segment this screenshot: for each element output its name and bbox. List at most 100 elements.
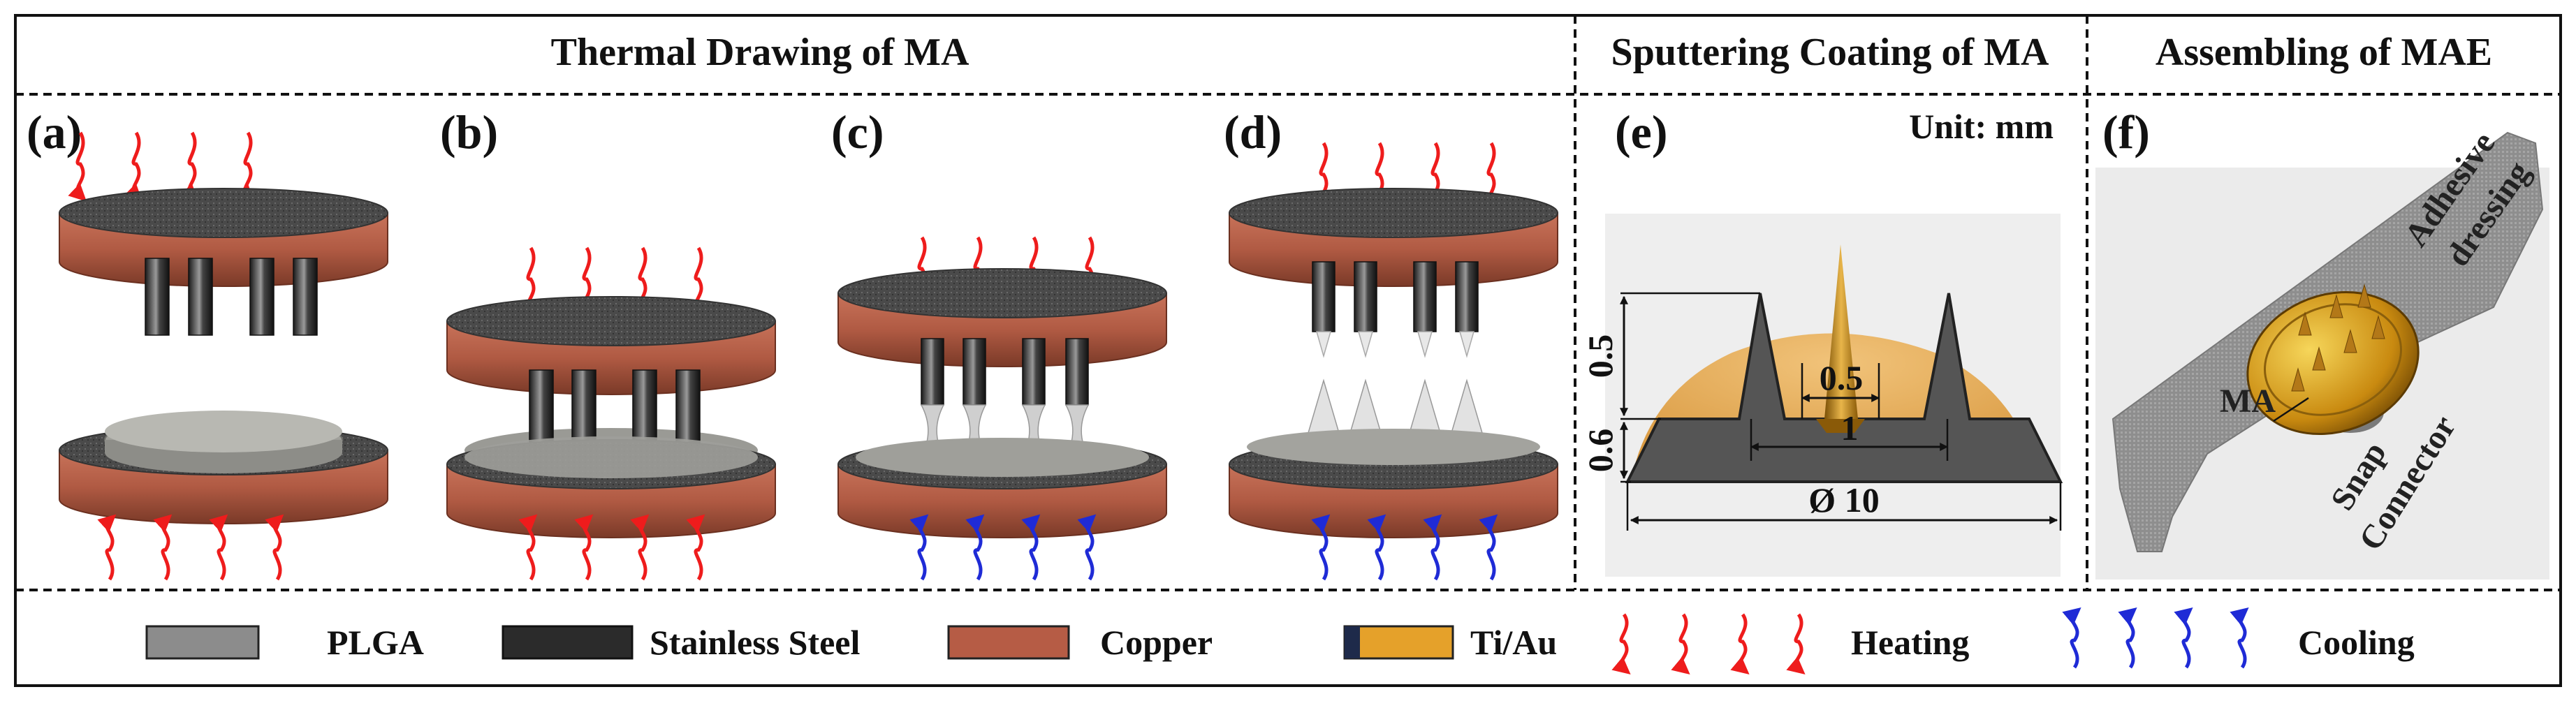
legend-cool-arrow-2: [2118, 607, 2137, 669]
panel-a-heat-arrow-4: [235, 131, 254, 202]
disc-needle-3: [2357, 283, 2371, 308]
disc-needles: [2291, 283, 2385, 392]
legend-label-tiau: Ti/Au: [1470, 623, 1557, 662]
legend-heating-arrows: [1611, 613, 1806, 675]
panel-b-pin-4: [675, 369, 701, 451]
legend-heat-arrow-1: [1611, 613, 1631, 675]
panel-c-cool-arrow-3: [1021, 514, 1041, 581]
disc-needle-4: [2312, 346, 2326, 371]
panel-b-bottom-heat-arrow-4: [686, 514, 705, 581]
panel-label-f: (f): [2102, 105, 2150, 158]
header-thermal: Thermal Drawing of MA: [551, 31, 969, 74]
disc-needle-1: [2298, 311, 2312, 336]
dim-tip-label: 0.5: [1820, 358, 1864, 397]
panel-c-cool-arrow-4: [1077, 514, 1097, 581]
panel-a-bottom-heat-arrow-4: [265, 514, 284, 581]
legend-swatch-copper: [947, 625, 1070, 660]
panel-c-cool-arrow-2: [965, 514, 985, 581]
panel-a-pin-3: [249, 258, 275, 336]
panel-a-bottom-heat-arrow-3: [209, 514, 228, 581]
panel-d-upper-tip-2: [1358, 331, 1373, 358]
panel-label-d: (d): [1224, 105, 1282, 158]
legend-swatch-tiau: [1343, 625, 1454, 660]
panel-d-needle-1: [1307, 378, 1340, 434]
legend-label-heating: Heating: [1851, 623, 1969, 662]
legend-cool-arrow-4: [2230, 607, 2249, 669]
panel-d-needle-2: [1349, 378, 1382, 434]
panel-d-plga-film: [1247, 429, 1540, 465]
legend-cooling-arrows: [2062, 607, 2249, 669]
gold-needle-base: [1816, 419, 1865, 433]
dim-height-label: 0.5: [1581, 334, 1620, 378]
panel-a-plga-top: [105, 411, 342, 452]
disc-needle-2: [2329, 294, 2343, 318]
panel-b-upper-plate-top: [446, 296, 776, 346]
panel-a-heat-arrow-1: [68, 131, 87, 202]
panel-d-cool-arrow-1: [1311, 514, 1331, 581]
panel-label-e: (e): [1615, 105, 1667, 158]
panel-d-pin-2: [1354, 261, 1377, 332]
panel-a-pin-1: [145, 258, 170, 336]
panel-b-bottom-heat-arrow-2: [574, 514, 594, 581]
panel-a-upper-plate-top: [59, 188, 388, 238]
panel-b-bottom-heat-arrow-1: [518, 514, 538, 581]
legend-label-cooling: Cooling: [2298, 623, 2415, 662]
panel-d-pin-3: [1413, 261, 1437, 332]
panel-c: [837, 236, 1167, 581]
panel-a-bottom-heat-arrow-1: [97, 514, 117, 581]
panel-d-cool-arrow-3: [1423, 514, 1442, 581]
panel-c-pin-2: [963, 338, 986, 406]
legend-heat-arrow-2: [1671, 613, 1690, 675]
ma-label: MA: [2220, 383, 2276, 420]
legend-label-steel: Stainless Steel: [650, 623, 861, 662]
panel-b-bottom-heat-arrow-3: [630, 514, 650, 581]
panel-a-heat-arrow-3: [180, 131, 198, 202]
panel-c-pin-4: [1065, 338, 1089, 406]
panel-c-pin-1: [921, 338, 944, 406]
panel-f-device: MA Adhesive dressing Snap Connector: [2095, 125, 2549, 580]
disc-needle-7: [2291, 367, 2305, 392]
legend-heat-arrow-4: [1786, 613, 1806, 675]
header-sputter: Sputtering Coating of MA: [1611, 31, 2049, 74]
panel-b-pin-1: [529, 369, 554, 451]
panel-c-upper-plate-top: [837, 268, 1167, 318]
dim-spacing-label: 1: [1841, 408, 1859, 448]
legend-swatch-ti-layer: [1345, 626, 1360, 658]
panel-a-heat-arrow-2: [124, 131, 142, 202]
panel-d-pin-1: [1312, 261, 1335, 332]
panel-label-b: (b): [440, 105, 498, 158]
panel-b: [446, 246, 776, 581]
unit-label: Unit: mm: [1909, 107, 2054, 146]
panel-d-needle-3: [1408, 378, 1442, 434]
panel-c-pin-3: [1022, 338, 1046, 406]
outer-frame: [14, 14, 2562, 687]
legend-cool-arrow-3: [2174, 607, 2193, 669]
panel-d-upper-plate-top: [1229, 188, 1558, 238]
legend-cool-arrow-1: [2062, 607, 2081, 669]
gold-coated-needle: [1824, 244, 1858, 419]
panel-e-cross-section: 0.5 0.6 0.5 1 Ø 10 Unit: mm: [1581, 107, 2063, 577]
panel-d-upper-tip-3: [1417, 331, 1433, 358]
panel-c-plga-film: [856, 438, 1149, 477]
legend-label-copper: Copper: [1100, 623, 1213, 662]
panel-a-pin-2: [188, 258, 213, 336]
legend-swatch-plga: [145, 625, 260, 660]
legend: PLGA Stainless Steel Copper Ti/Au Heatin…: [145, 607, 2415, 675]
panel-a-pin-4: [293, 258, 318, 336]
thermal-drawing-panels: [59, 131, 1558, 581]
panel-d-upper-tip-4: [1459, 331, 1474, 358]
panel-label-c: (c): [831, 105, 884, 158]
legend-label-plga: PLGA: [327, 623, 424, 662]
panel-d-pin-4: [1455, 261, 1479, 332]
panel-b-plga-film: [464, 436, 758, 478]
panel-d-cool-arrow-2: [1367, 514, 1386, 581]
dim-base-label: 0.6: [1581, 429, 1620, 473]
dim-diameter-label: Ø 10: [1808, 480, 1879, 519]
legend-swatch-steel: [502, 625, 634, 660]
panel-a: [59, 131, 388, 581]
disc-needle-6: [2371, 315, 2385, 339]
panel-c-cool-arrow-1: [909, 514, 929, 581]
disc-needle-5: [2343, 329, 2357, 353]
disc-rim: [2264, 303, 2402, 416]
